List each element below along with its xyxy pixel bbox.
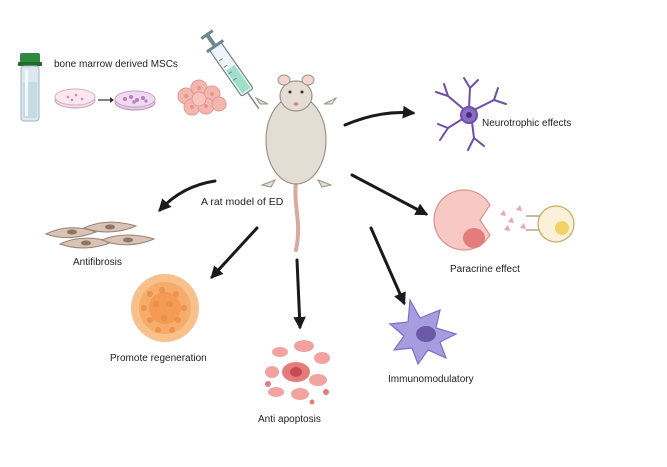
antifibrosis-label: Antifibrosis: [73, 257, 122, 268]
apoptosis-label: Anti apoptosis: [258, 414, 321, 425]
petri-dish-icon: [54, 88, 96, 109]
syringe-icon: [200, 29, 260, 110]
neuron-icon: [435, 77, 507, 151]
source-label: bone marrow derived MSCs: [54, 59, 178, 70]
regeneration-label: Promote regeneration: [110, 353, 207, 364]
arrow-neurotrophic: [343, 105, 416, 127]
arrow-regeneration: [210, 226, 259, 279]
paracrine-cells-icon: [433, 189, 575, 251]
fibroblast-icon: [44, 221, 156, 249]
rat-icon: [254, 74, 338, 252]
apoptotic-cell-icon: [265, 340, 330, 405]
arrow-immuno: [369, 226, 406, 306]
immunomodulatory-label: Immunomodulatory: [388, 374, 474, 385]
immune-cell-icon: [388, 298, 458, 366]
paracrine-label: Paracrine effect: [450, 264, 520, 275]
arrows: [158, 105, 429, 330]
model-label: A rat model of ED: [201, 196, 284, 208]
arrow-apoptosis: [293, 258, 306, 330]
arrow-paracrine: [350, 173, 429, 216]
cell-cluster-icon: [177, 79, 227, 116]
arrow-antifibrosis: [158, 179, 217, 212]
petri-dish-icon: [114, 90, 156, 111]
test-tube-icon: [18, 53, 42, 122]
arrow-small: [98, 97, 114, 103]
neurotrophic-label: Neurotrophic effects: [482, 118, 572, 129]
regeneration-tissue-icon: [131, 274, 199, 342]
